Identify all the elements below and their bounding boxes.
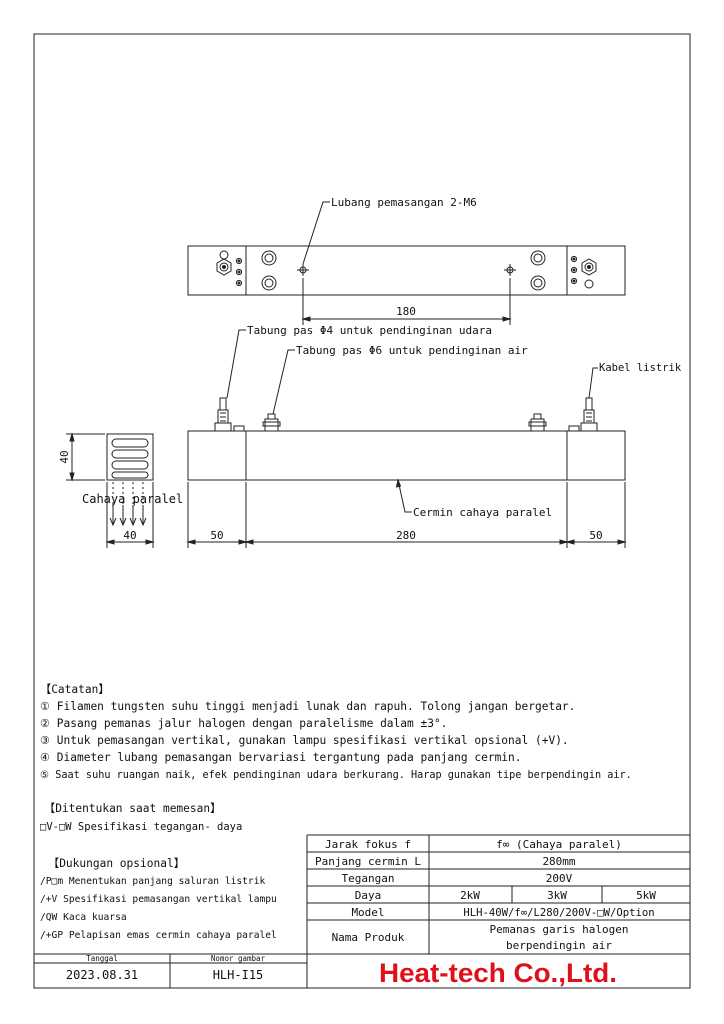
mounting-hole-left bbox=[297, 264, 309, 276]
product-label: Nama Produk bbox=[332, 931, 405, 944]
option-item: /QW Kaca kuarsa bbox=[40, 912, 127, 923]
side-view-body bbox=[106, 433, 154, 481]
water-tube-leader bbox=[272, 349, 295, 415]
company-logo-text: Heat-tech Co.,Ltd. bbox=[379, 958, 617, 988]
note-item: ② Pasang pemanas jalur halogen dengan pa… bbox=[40, 717, 447, 730]
dim-label-right-50: 50 bbox=[589, 529, 602, 542]
mount-callout-label: Lubang pemasangan 2-M6 bbox=[331, 196, 477, 209]
notes-heading: 【Catatan】 bbox=[40, 683, 110, 696]
power-value-3kw: 3kW bbox=[547, 889, 567, 902]
note-item: ⑤ Saat suhu ruangan naik, efek pendingin… bbox=[40, 770, 632, 781]
front-water-fitting-left bbox=[262, 413, 281, 432]
side-view bbox=[66, 432, 155, 548]
mounting-hole-right bbox=[504, 264, 516, 276]
dim-label-left-50: 50 bbox=[210, 529, 223, 542]
power-value-5kw: 5kW bbox=[636, 889, 656, 902]
front-view-body bbox=[187, 430, 626, 481]
options-section: 【Dukungan opsional】 /P□m Menentukan panj… bbox=[40, 857, 277, 941]
date-value: 2023.08.31 bbox=[66, 968, 138, 982]
focal-value: f∞ (Cahaya paralel) bbox=[496, 838, 622, 851]
mirror-label: Cermin cahaya paralel bbox=[413, 506, 552, 519]
air-tube-label: Tabung pas Φ4 untuk pendinginan udara bbox=[247, 324, 492, 337]
dim-label-height-40: 40 bbox=[58, 450, 71, 463]
front-view bbox=[186, 329, 627, 548]
model-value: HLH-40W/f∞/L280/200V-□W/Option bbox=[463, 907, 654, 919]
ordering-heading: 【Ditentukan saat memesan】 bbox=[44, 802, 221, 815]
mirror-leader bbox=[397, 479, 412, 513]
dim-label-180: 180 bbox=[396, 305, 416, 318]
product-value-line2: berpendingin air bbox=[506, 939, 612, 952]
power-label: Daya bbox=[355, 889, 382, 902]
parallel-light-label: Cahaya paralel bbox=[82, 492, 183, 506]
product-value-line1: Pemanas garis halogen bbox=[489, 923, 628, 936]
left-water-fittings bbox=[261, 250, 277, 291]
front-water-fitting-right bbox=[528, 413, 547, 432]
date-label: Tanggal bbox=[86, 954, 118, 963]
left-cable-gland bbox=[214, 397, 245, 432]
ordering-line: □V-□W Spesifikasi tegangan- daya bbox=[40, 821, 242, 833]
cable-leader bbox=[588, 367, 598, 399]
notes-section: 【Catatan】 ① Filamen tungsten suhu tinggi… bbox=[40, 683, 632, 833]
cable-label: Kabel listrik bbox=[599, 362, 682, 374]
air-tube-leader bbox=[226, 329, 246, 399]
drawing-no-value: HLH-I15 bbox=[213, 968, 264, 982]
left-end-fittings bbox=[216, 250, 243, 287]
option-item: /+V Spesifikasi pemasangan vertikal lamp… bbox=[40, 894, 277, 905]
note-item: ③ Untuk pemasangan vertikal, gunakan lam… bbox=[40, 734, 569, 747]
length-value: 280mm bbox=[542, 855, 575, 868]
top-view-body bbox=[187, 245, 626, 296]
power-value-2kw: 2kW bbox=[460, 889, 480, 902]
water-tube-label: Tabung pas Φ6 untuk pendinginan air bbox=[296, 344, 528, 357]
options-heading: 【Dukungan opsional】 bbox=[48, 857, 185, 870]
model-label: Model bbox=[351, 906, 384, 919]
focal-label: Jarak fokus f bbox=[325, 838, 411, 851]
right-cable-gland bbox=[568, 397, 598, 432]
sheet-frame bbox=[33, 33, 691, 989]
length-label: Panjang cermin L bbox=[315, 855, 421, 868]
title-block bbox=[34, 953, 307, 988]
option-item: /+GP Pelapisan emas cermin cahaya parale… bbox=[40, 930, 277, 941]
note-item: ① Filamen tungsten suhu tinggi menjadi l… bbox=[40, 700, 575, 713]
drawing-no-label: Nomor gambar bbox=[211, 954, 266, 963]
top-view bbox=[187, 201, 626, 325]
option-item: /P□m Menentukan panjang saluran listrik bbox=[40, 876, 265, 887]
note-item: ④ Diameter lubang pemasangan bervariasi … bbox=[40, 751, 522, 764]
voltage-value: 200V bbox=[546, 872, 573, 885]
dim-label-width-40: 40 bbox=[123, 529, 136, 542]
parallel-light-rays bbox=[109, 482, 147, 527]
right-end-fittings bbox=[570, 255, 597, 289]
mount-callout-leader bbox=[302, 201, 330, 265]
voltage-label: Tegangan bbox=[342, 872, 395, 885]
dim-label-280: 280 bbox=[396, 529, 416, 542]
right-water-fittings bbox=[530, 250, 546, 291]
